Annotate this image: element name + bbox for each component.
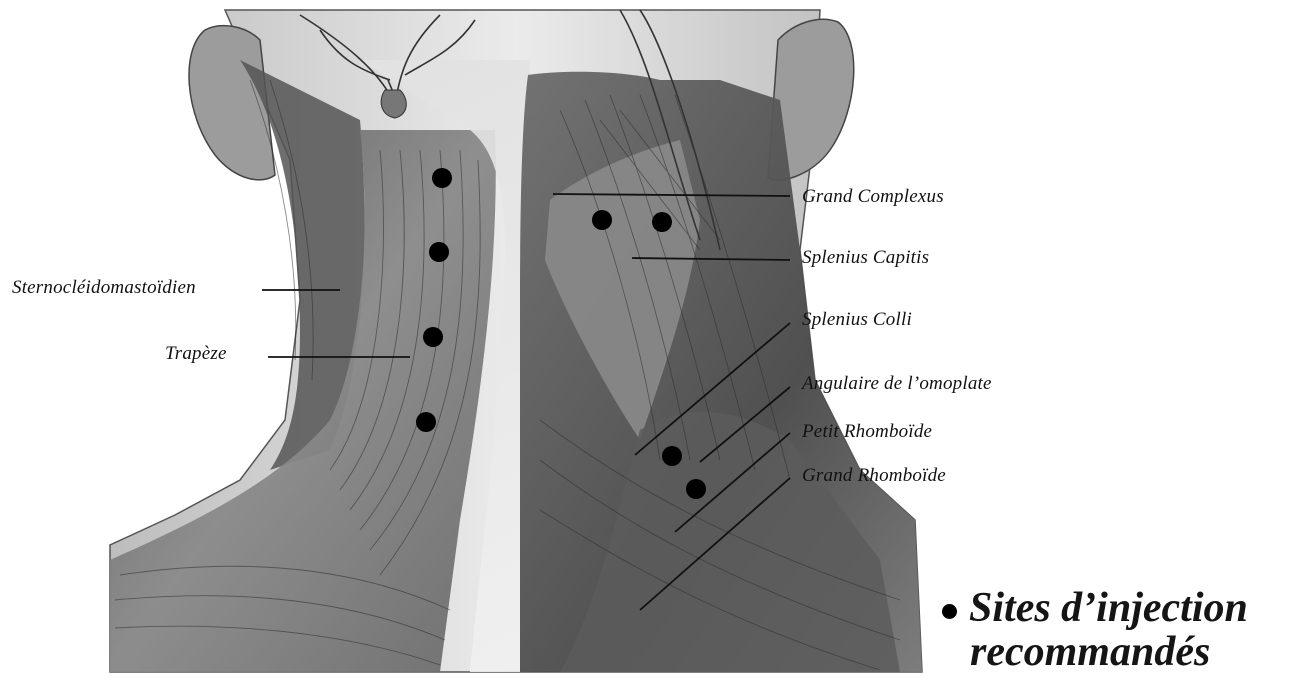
label-petit-rhomboide: Petit Rhomboïde	[802, 421, 932, 443]
injection-dot	[429, 242, 449, 262]
injection-dot	[423, 327, 443, 347]
label-splenius-colli: Splenius Colli	[802, 309, 912, 331]
injection-dot	[432, 168, 452, 188]
label-grand-complexus: Grand Complexus	[802, 186, 944, 208]
injection-dot	[662, 446, 682, 466]
label-sterno: Sternocléidomastoïdien	[12, 277, 196, 299]
injection-dot	[592, 210, 612, 230]
label-splenius-capitis: Splenius Capitis	[802, 247, 929, 269]
legend-line-2: recommandés	[942, 630, 1287, 674]
injection-dot	[686, 479, 706, 499]
legend-dot-icon	[942, 604, 957, 619]
injection-dot	[416, 412, 436, 432]
label-grand-rhomboide: Grand Rhomboïde	[802, 465, 946, 487]
label-trapeze: Trapèze	[165, 343, 227, 365]
injection-dot	[652, 212, 672, 232]
legend-line-1: Sites d’injection	[969, 586, 1248, 630]
legend: Sites d’injection recommandés	[942, 586, 1287, 674]
label-angulaire: Angulaire de l’omoplate	[802, 373, 992, 395]
